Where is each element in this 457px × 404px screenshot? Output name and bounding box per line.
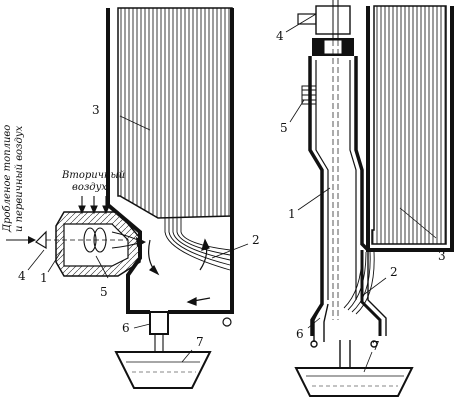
left-tube-bank bbox=[117, 7, 233, 219]
right-outlets bbox=[310, 303, 378, 368]
right-tube-bank bbox=[371, 5, 447, 245]
left-label-3: 3 bbox=[92, 103, 100, 117]
left-furnace bbox=[6, 7, 234, 389]
right-coil bbox=[301, 85, 317, 105]
right-label-2: 2 bbox=[390, 265, 398, 279]
right-label-7: 7 bbox=[372, 339, 380, 353]
right-label-6: 6 bbox=[296, 327, 304, 341]
left-bottom-screen bbox=[164, 218, 231, 271]
right-label-4: 4 bbox=[276, 29, 284, 43]
right-label-1: 1 bbox=[288, 207, 296, 221]
left-label-5: 5 bbox=[100, 285, 108, 299]
right-water-bath bbox=[294, 367, 414, 397]
left-label-6: 6 bbox=[122, 321, 130, 335]
right-label-3: 3 bbox=[438, 249, 446, 263]
secondary-air-arrows bbox=[78, 196, 110, 215]
burner-swirler bbox=[83, 227, 97, 253]
right-screen bbox=[343, 251, 375, 315]
left-flow-arrows bbox=[148, 238, 211, 306]
left-burner bbox=[6, 196, 146, 277]
left-label-7: 7 bbox=[196, 335, 204, 349]
secondary-air-label: Вторичный воздух bbox=[61, 170, 128, 193]
left-label-2: 2 bbox=[252, 233, 260, 247]
left-water-bath bbox=[114, 351, 212, 389]
left-label-1: 1 bbox=[40, 271, 48, 285]
leader-lines bbox=[27, 13, 437, 373]
right-label-5: 5 bbox=[280, 121, 288, 135]
left-label-4: 4 bbox=[18, 269, 26, 283]
burner-nozzle bbox=[35, 230, 47, 250]
fuel-air-label: Дробленое топливо и первичный воздух bbox=[2, 122, 25, 233]
right-shaft bbox=[308, 40, 370, 336]
right-furnace bbox=[294, 0, 454, 397]
